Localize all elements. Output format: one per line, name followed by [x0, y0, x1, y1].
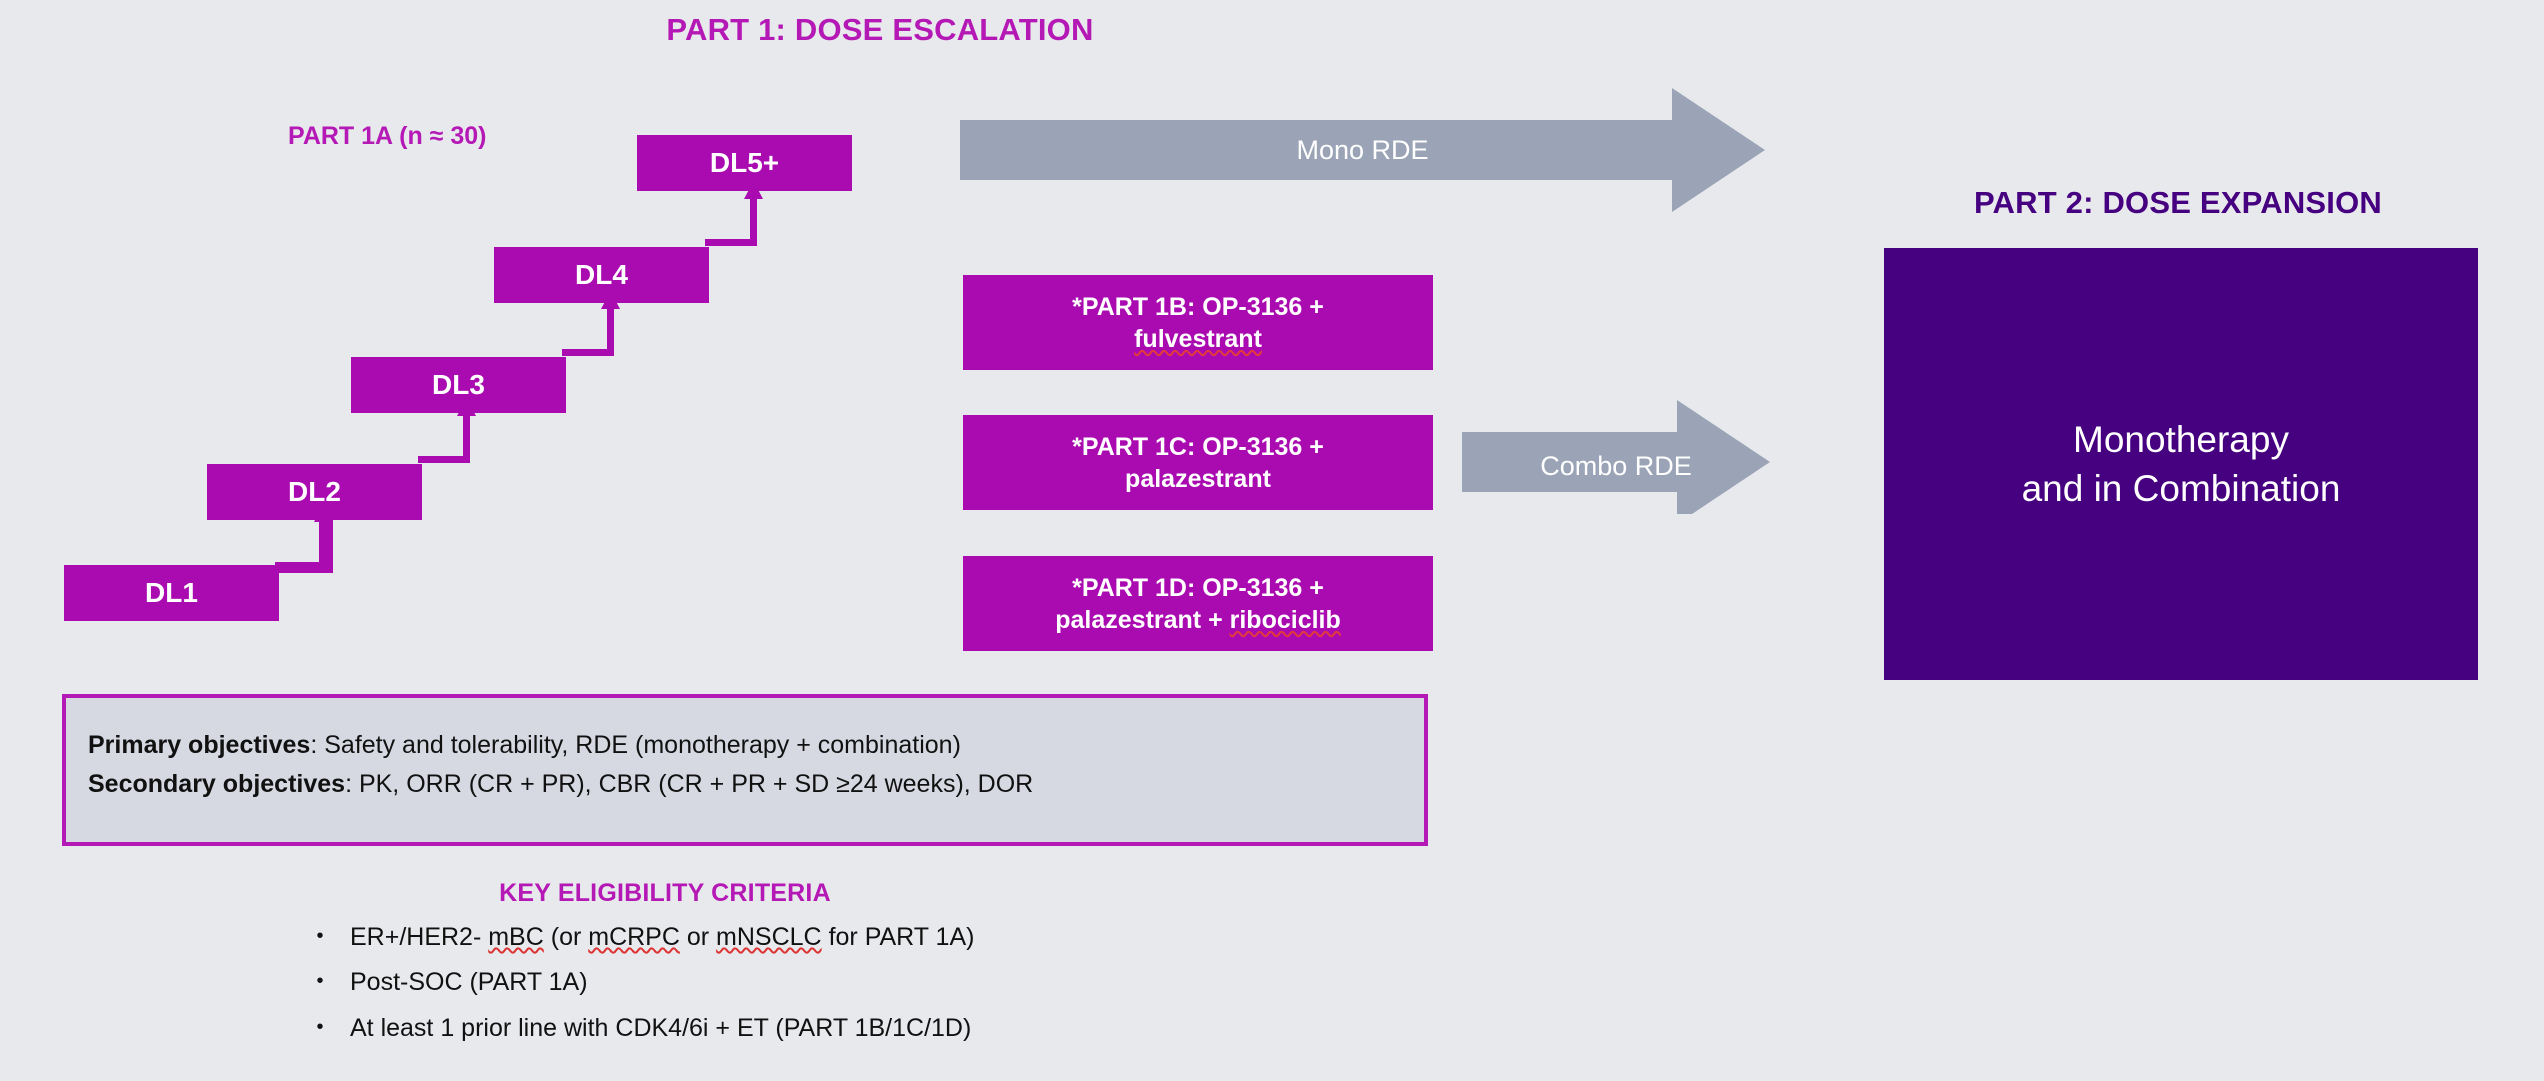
- bullet-icon: •: [316, 970, 324, 993]
- combo-rde-arrow: Combo RDE: [1462, 390, 1770, 514]
- eligibility-item-2-text: Post-SOC (PART 1A): [350, 968, 588, 997]
- term-mcrpc: mCRPC: [588, 923, 680, 951]
- primary-objectives-label: Primary objectives: [88, 731, 311, 759]
- escalation-arrow-dl2-to-dl3: [418, 392, 484, 467]
- term-mnsclc: mNSCLC: [716, 923, 822, 951]
- objectives-box: Primary objectives: Safety and tolerabil…: [62, 694, 1428, 846]
- eligibility-item-1-text: ER+/HER2- mBC (or mCRPC or mNSCLC for PA…: [350, 923, 975, 951]
- secondary-objectives-label: Secondary objectives: [88, 769, 346, 798]
- dose-level-box-dl5plus[interactable]: DL5+: [637, 135, 852, 191]
- combo-arm-part1d-line2a: palazestrant +: [1055, 605, 1230, 634]
- primary-objectives-text: : Safety and tolerability, RDE (monother…: [310, 731, 961, 759]
- secondary-objectives-line: Secondary objectives: PK, ORR (CR + PR),…: [88, 765, 1402, 804]
- combo-arm-part1c-line1: *PART 1C: OP-3136 +: [1072, 432, 1324, 461]
- combo-arm-part1d-line1: *PART 1D: OP-3136 +: [1072, 573, 1324, 602]
- part2-expansion-panel[interactable]: Monotherapy and in Combination: [1884, 248, 2478, 680]
- dose-level-box-dl3[interactable]: DL3: [351, 357, 566, 413]
- combo-arm-part1d-line2b: ribociclib: [1229, 605, 1341, 634]
- part1a-label: PART 1A (n ≈ 30): [288, 122, 487, 150]
- secondary-objectives-text: : PK, ORR (CR + PR), CBR (CR + PR + SD ≥…: [345, 769, 1034, 798]
- part2-body-line2: and in Combination: [2021, 468, 2341, 509]
- mono-rde-arrow: Mono RDE: [960, 88, 1765, 212]
- escalation-arrow-dl4-to-dl5plus: [705, 175, 771, 250]
- combo-arm-box-part1c[interactable]: *PART 1C: OP-3136 + palazestrant: [963, 415, 1433, 510]
- eligibility-list: • ER+/HER2- mBC (or mCRPC or mNSCLC for …: [290, 922, 1490, 1058]
- list-item: • At least 1 prior line with CDK4/6i + E…: [290, 1013, 1490, 1044]
- combo-arm-box-part1b[interactable]: *PART 1B: OP-3136 + fulvestrant: [963, 275, 1433, 370]
- eligibility-item-3-text: At least 1 prior line with CDK4/6i + ET …: [350, 1013, 972, 1042]
- combo-arm-part1b-line2: fulvestrant: [1134, 324, 1262, 353]
- dose-level-box-dl2[interactable]: DL2: [207, 464, 422, 520]
- part1-title: PART 1: DOSE ESCALATION: [666, 12, 1094, 47]
- list-item: • ER+/HER2- mBC (or mCRPC or mNSCLC for …: [290, 922, 1490, 953]
- dose-level-box-dl1[interactable]: DL1: [64, 565, 279, 621]
- part2-title: PART 2: DOSE EXPANSION: [1973, 185, 2383, 220]
- escalation-arrow-dl3-to-dl4: [562, 285, 628, 360]
- term-mbc: mBC: [488, 923, 544, 951]
- bullet-icon: •: [316, 1015, 324, 1038]
- dose-level-box-dl4[interactable]: DL4: [494, 247, 709, 303]
- part2-body-line1: Monotherapy: [2073, 418, 2289, 460]
- eligibility-title: KEY ELIGIBILITY CRITERIA: [499, 879, 831, 907]
- bullet-icon: •: [316, 925, 324, 947]
- combo-arm-box-part1d[interactable]: *PART 1D: OP-3136 + palazestrant + riboc…: [963, 556, 1433, 651]
- primary-objectives-line: Primary objectives: Safety and tolerabil…: [88, 726, 1402, 765]
- combo-arm-part1c-line2: palazestrant: [1125, 464, 1271, 493]
- escalation-arrow-dl1-to-dl2: [275, 498, 341, 574]
- list-item: • Post-SOC (PART 1A): [290, 967, 1490, 998]
- combo-arm-part1b-line1: *PART 1B: OP-3136 +: [1072, 292, 1324, 321]
